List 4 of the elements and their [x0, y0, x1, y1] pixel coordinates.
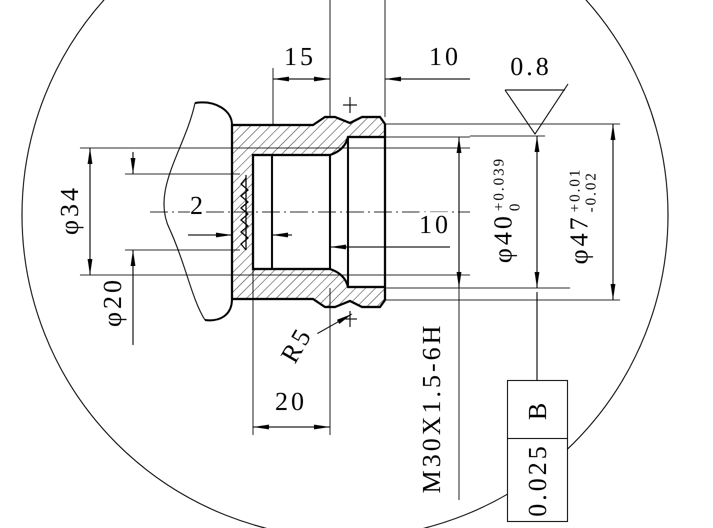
leader-line [316, 314, 352, 334]
datum-cell: B [507, 380, 568, 440]
tolerance-cell: 0.025 [507, 438, 568, 522]
leader-line [536, 292, 538, 380]
